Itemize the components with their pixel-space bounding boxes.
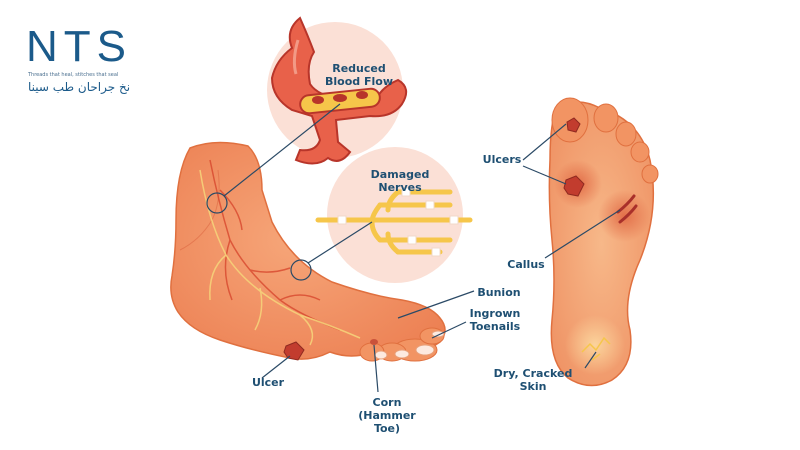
label-ulcers: Ulcers [482,153,522,166]
side-view-foot [170,141,446,362]
label-reduced-blood-flow: Reduced Blood Flow [325,62,393,88]
nerve-detail-circle [327,147,463,283]
ulcer-ball-spot [563,175,585,197]
logo-wordmark: NTS [26,22,132,71]
blood-vessel-illustration [270,16,408,165]
label-callus: Callus [507,258,545,271]
ulcer-spot [283,341,305,361]
sole-view-foot [548,97,659,387]
label-ulcer: Ulcer [251,376,285,389]
label-bunion: Bunion [477,286,521,299]
nerve-damage-marks [337,187,459,257]
ulcer-toe-spot [566,117,581,133]
label-corn-hammer-toe: Corn (Hammer Toe) [358,396,416,435]
crack-lines [581,336,611,361]
label-damaged-nerves: Damaged Nerves [370,168,430,194]
label-dry-cracked-skin: Dry, Cracked Skin [493,367,573,393]
logo-tagline: Threads that heal, stitches that seal [28,72,119,78]
leader-lines [206,103,621,393]
nts-logo: NTS Threads that heal, stitches that sea… [22,20,132,100]
label-ingrown-toenails: Ingrown Toenails [469,307,521,333]
logo-arabic-text: نخ جراحان طب سینا [28,80,131,94]
